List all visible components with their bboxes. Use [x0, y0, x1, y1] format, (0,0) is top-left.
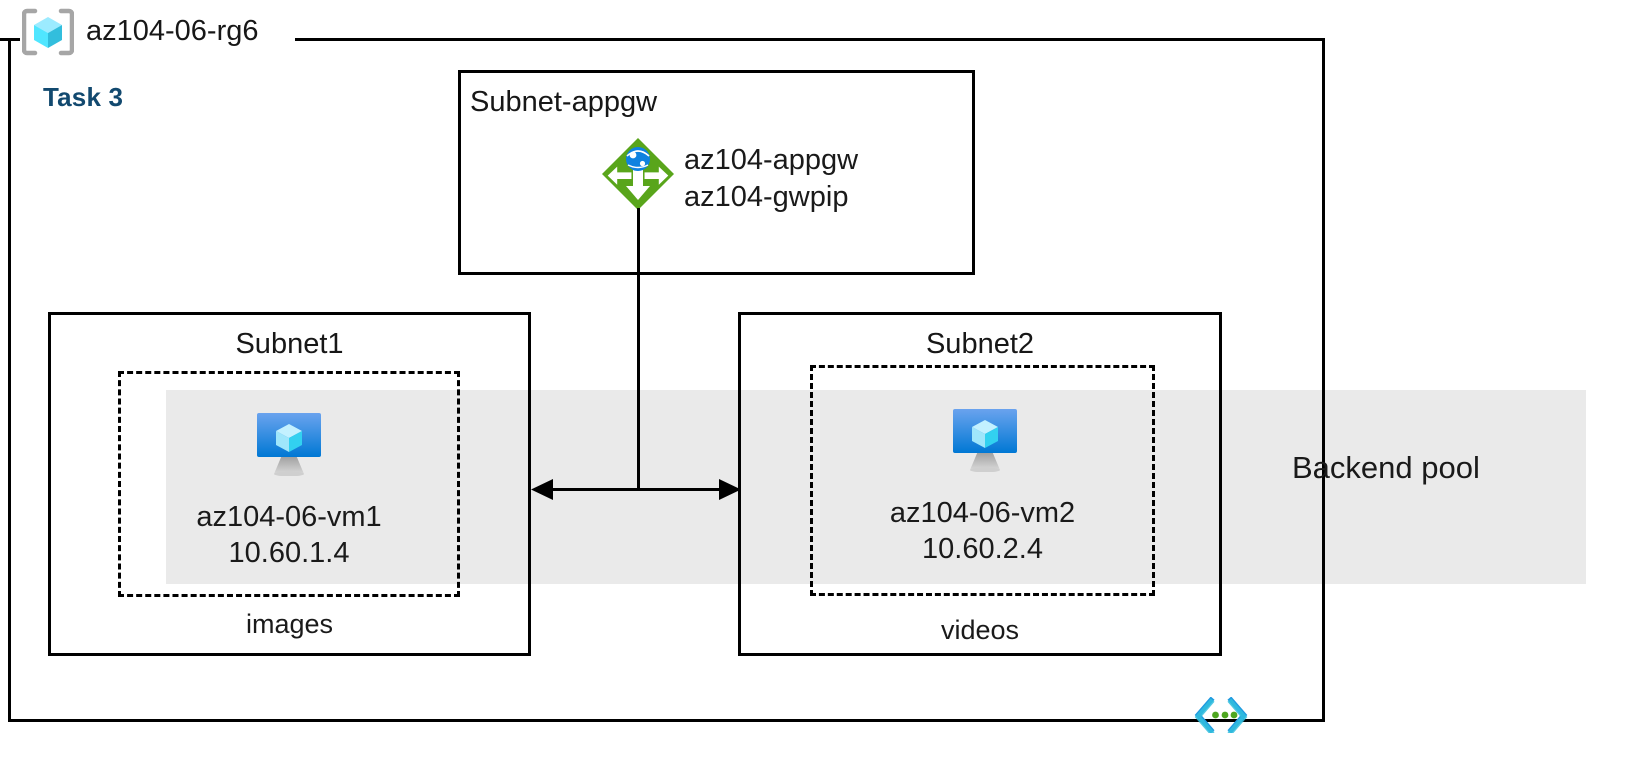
subnet2-box	[738, 312, 1222, 656]
resource-group-icon	[21, 8, 75, 56]
virtual-machine-icon	[252, 408, 326, 477]
arrow-left-icon	[531, 478, 553, 501]
subnet2-nic-boundary	[810, 365, 1155, 596]
resource-group-header-mask	[20, 28, 295, 52]
application-gateway-icon	[600, 136, 676, 212]
subnet1-box	[48, 312, 531, 656]
vm2-name: az104-06-vm2	[889, 497, 1076, 529]
vm2-ip-address: 10.60.2.4	[922, 533, 1043, 565]
vm1-name: az104-06-vm1	[196, 501, 382, 533]
virtual-machine-icon	[948, 404, 1022, 473]
backend-pool-band	[166, 390, 1586, 584]
gwpip-name: az104-gwpip	[684, 181, 849, 213]
resource-group-frame-stub	[0, 38, 22, 41]
vm1-ip-address: 10.60.1.4	[228, 537, 350, 569]
subnet-appgw-box	[458, 70, 975, 275]
subnet1-footer-label: images	[245, 609, 334, 639]
appgw-resource-labels: az104-appgw az104-gwpip	[684, 142, 858, 216]
task-label: Task 3	[43, 82, 124, 112]
appgw-vertical-connector	[637, 208, 640, 490]
arrow-right-icon	[719, 478, 741, 501]
subnet1-title: Subnet1	[235, 328, 344, 360]
resource-group-frame	[8, 38, 1325, 722]
resource-group-name: az104-06-rg6	[86, 15, 259, 47]
subnet-appgw-title: Subnet-appgw	[470, 86, 658, 118]
appgw-name: az104-appgw	[684, 144, 859, 176]
backend-horizontal-connector	[534, 488, 738, 491]
code-brackets-icon	[1194, 696, 1248, 736]
subnet2-footer-label: videos	[940, 615, 1020, 645]
subnet1-nic-boundary	[118, 371, 460, 597]
backend-pool-label: Backend pool	[1292, 450, 1480, 485]
subnet2-title: Subnet2	[925, 328, 1035, 360]
